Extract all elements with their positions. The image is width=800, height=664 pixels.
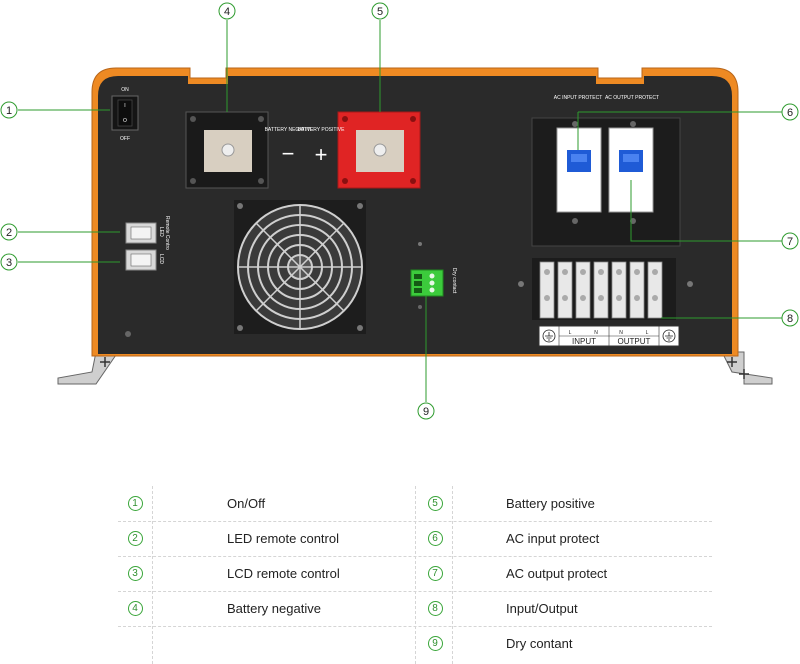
callout-6: 6 <box>781 103 799 121</box>
legend-divider <box>152 486 153 664</box>
ac-output-protect-label: AC OUTPUT PROTECT <box>605 95 659 101</box>
ac-input-protect-label: AC INPUT PROTECT <box>554 95 603 101</box>
legend-divider <box>415 486 416 664</box>
battery-positive-label: BATTERY POSITIVE <box>298 127 346 133</box>
legend-row: 1 On/Off 5 Battery positive <box>118 486 712 522</box>
svg-text:1: 1 <box>6 105 12 117</box>
legend-num: 4 <box>127 601 143 616</box>
ground-symbol-right <box>662 329 676 343</box>
ground-symbol-left <box>542 329 556 343</box>
output-label: OUTPUT <box>618 337 651 346</box>
input-label: INPUT <box>572 337 596 346</box>
cooling-fan <box>234 200 366 334</box>
switch-off-label: OFF <box>120 136 130 142</box>
legend-num: 7 <box>427 566 443 581</box>
minus-sign: − <box>282 141 295 166</box>
legend-table: 1 On/Off 5 Battery positive 2 LED remote… <box>118 486 712 664</box>
left-mounting-foot <box>57 351 119 385</box>
dry-contact-terminal[interactable] <box>410 269 444 297</box>
legend-row: 4 Battery negative 8 Input/Output <box>118 591 712 627</box>
switch-i-label: I <box>124 103 125 109</box>
legend-text: LCD remote control <box>227 566 340 581</box>
legend-text: AC output protect <box>506 566 608 581</box>
switch-on-label: ON <box>121 87 129 93</box>
legend-num: 8 <box>427 601 443 616</box>
plus-sign: + <box>315 142 328 167</box>
legend-text: LED remote control <box>227 531 339 546</box>
legend-row: 9 Dry contant <box>118 626 712 661</box>
legend-row: 3 LCD remote control 7 AC output protect <box>118 556 712 592</box>
legend-num: 5 <box>427 496 443 511</box>
terminal-n-input: N <box>594 330 598 336</box>
battery-negative-terminal[interactable] <box>185 111 269 189</box>
legend-num: 6 <box>427 531 443 546</box>
legend-num: 1 <box>127 496 143 511</box>
legend-text: AC input protect <box>506 531 600 546</box>
callout-3: 3 <box>0 253 18 271</box>
right-mounting-foot <box>721 351 773 385</box>
callout-1: 1 <box>0 101 18 119</box>
legend-row: 2 LED remote control 6 AC input protect <box>118 521 712 557</box>
svg-text:9: 9 <box>423 406 429 418</box>
battery-positive-terminal[interactable] <box>337 111 421 189</box>
legend-num: 9 <box>427 636 443 651</box>
legend-text: Dry contant <box>506 636 573 651</box>
callout-2: 2 <box>0 223 18 241</box>
svg-text:4: 4 <box>224 6 230 18</box>
svg-text:3: 3 <box>6 257 12 269</box>
input-output-terminal-block[interactable] <box>532 258 676 320</box>
callout-4: 4 <box>218 2 236 20</box>
callout-7: 7 <box>781 232 799 250</box>
legend-text: Input/Output <box>506 601 578 616</box>
lcd-port-label: LCD <box>158 254 164 264</box>
legend-divider <box>452 486 453 664</box>
svg-text:7: 7 <box>787 236 793 248</box>
terminal-l-input: L <box>569 330 572 336</box>
remote-control-label: Remote Contro <box>164 216 170 250</box>
lcd-remote-port[interactable] <box>125 249 157 271</box>
dry-contact-label: Dry contact <box>451 268 457 294</box>
ac-input-breaker[interactable] <box>556 127 602 213</box>
svg-text:5: 5 <box>377 6 383 18</box>
callout-9: 9 <box>417 402 435 420</box>
svg-text:2: 2 <box>6 227 12 239</box>
legend-num: 3 <box>127 566 143 581</box>
switch-o-label: O <box>123 118 127 124</box>
legend-text: On/Off <box>227 496 266 511</box>
callout-5: 5 <box>371 2 389 20</box>
on-off-switch[interactable]: I O <box>111 95 139 131</box>
legend-text: Battery positive <box>506 496 595 511</box>
legend-text: Battery negative <box>227 601 321 616</box>
battery-negative-label: BATTERY NEGATIVE <box>265 127 314 133</box>
svg-text:6: 6 <box>787 107 793 119</box>
callout-8: 8 <box>781 309 799 327</box>
svg-text:8: 8 <box>787 313 793 325</box>
terminal-n-output: N <box>619 330 623 336</box>
led-port-label: LED <box>158 227 164 237</box>
legend-num: 2 <box>127 531 143 546</box>
callout-leaders <box>18 20 782 402</box>
led-remote-port[interactable] <box>125 222 157 244</box>
terminal-l-output: L <box>646 330 649 336</box>
